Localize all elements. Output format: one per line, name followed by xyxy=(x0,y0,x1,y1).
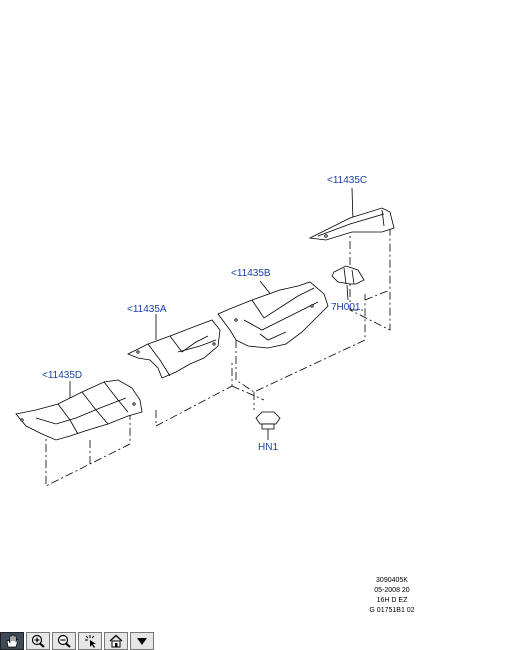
reference-line: 05-2008 20 xyxy=(374,587,410,594)
viewer-toolbar xyxy=(0,632,154,650)
fastener-hn1 xyxy=(255,411,281,430)
callout-11435b[interactable]: <11435B xyxy=(231,268,271,279)
select-button[interactable] xyxy=(78,632,102,650)
zoom-out-button[interactable] xyxy=(52,632,76,650)
dropdown-arrow-icon xyxy=(137,638,147,645)
home-button[interactable] xyxy=(104,632,128,650)
pan-button[interactable] xyxy=(0,632,24,650)
hand-pan-icon xyxy=(6,634,19,648)
callout-7h001[interactable]: 7H001 xyxy=(331,302,361,313)
callout-11435d[interactable]: <11435D xyxy=(42,370,83,381)
home-icon xyxy=(109,634,123,648)
select-cursor-icon xyxy=(85,635,96,648)
reference-line: 3090405K xyxy=(376,577,408,584)
heat-shield-a xyxy=(127,319,221,379)
zoom-in-button[interactable] xyxy=(26,632,50,650)
bracket-7h001 xyxy=(331,265,365,285)
callout-11435a[interactable]: <11435A xyxy=(127,304,167,315)
zoom-in-icon xyxy=(31,634,45,648)
dropdown-button[interactable] xyxy=(130,632,154,650)
zoom-out-icon xyxy=(57,634,71,648)
parts-diagram: <11435C <11435B <11435A <11435D 7H001 HN… xyxy=(15,175,432,616)
reference-block: 3090405K 05-2008 20 16H D EZ G 01751B1 0… xyxy=(352,576,432,616)
callout-11435c[interactable]: <11435C xyxy=(327,175,368,186)
heat-shield-b xyxy=(217,281,329,349)
reference-line: G 01751B1 02 xyxy=(369,607,415,614)
exploded-view-drawing xyxy=(15,187,395,487)
callout-hn1[interactable]: HN1 xyxy=(258,442,279,453)
heat-shield-c xyxy=(308,207,395,241)
heat-shield-d xyxy=(15,379,143,441)
reference-line: 16H D EZ xyxy=(376,597,408,604)
